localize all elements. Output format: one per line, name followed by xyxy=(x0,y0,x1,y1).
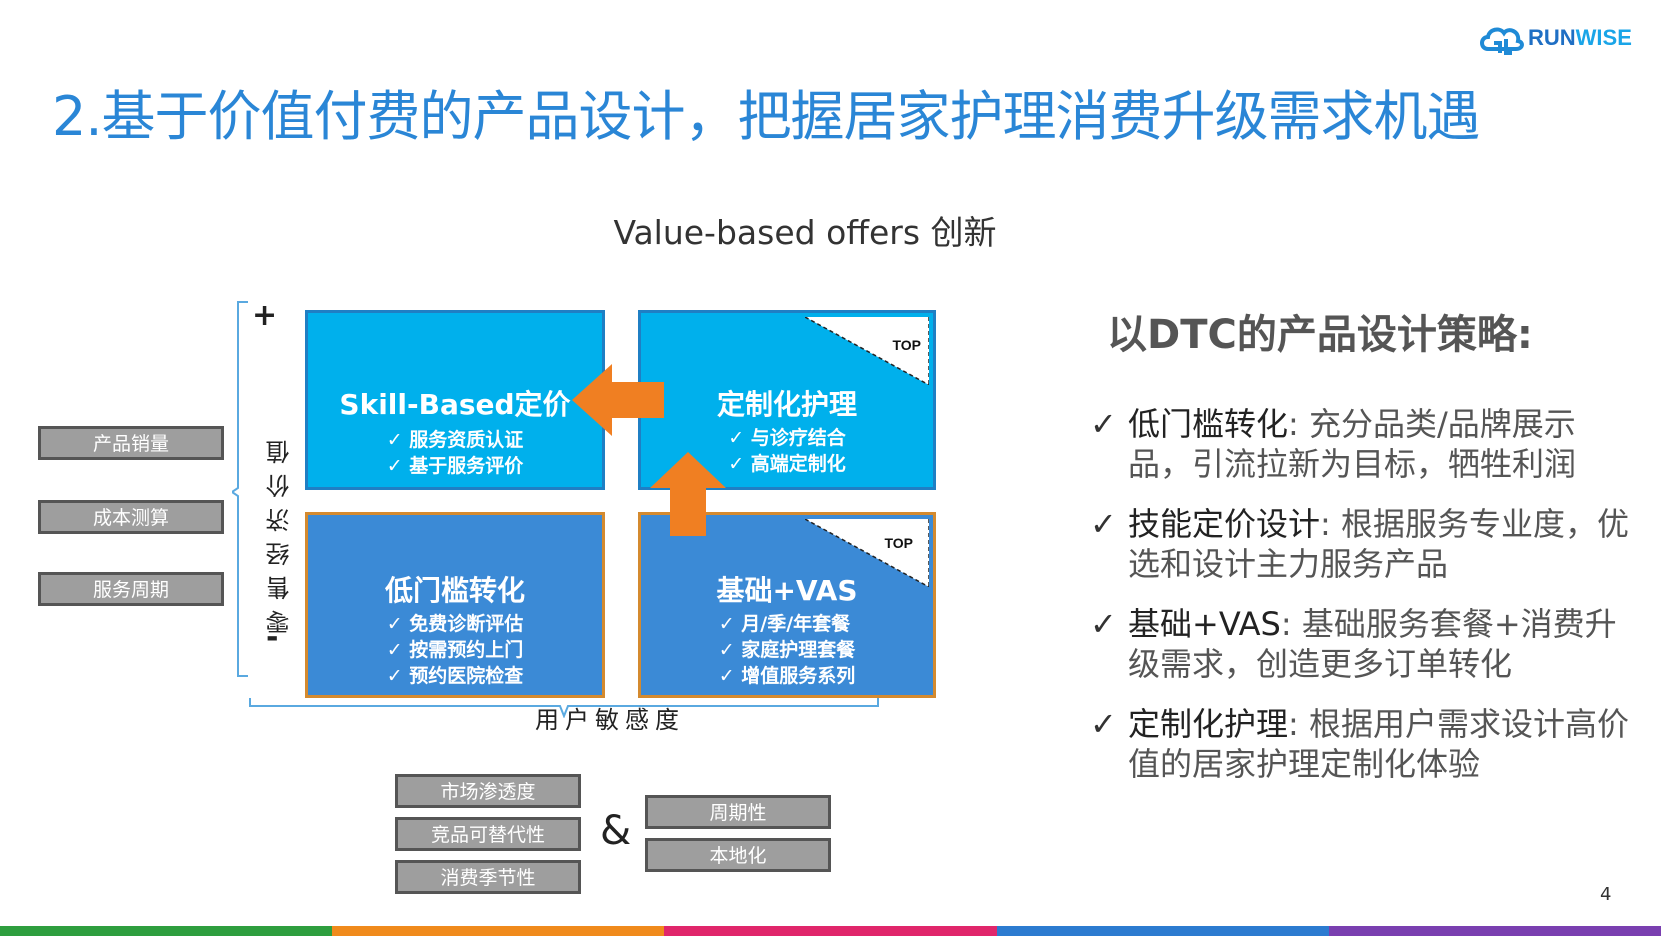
page-number: 4 xyxy=(1600,884,1612,905)
strategy-body: : 充分品类/品牌展示品，引流拉新为目标，牺牲利润 xyxy=(1128,405,1577,483)
list-item: 增值服务系列 xyxy=(719,663,855,689)
page-subtitle: Value-based offers 创新 xyxy=(613,213,997,252)
color-segment xyxy=(996,926,1329,936)
list-item: 免费诊断评估 xyxy=(387,611,523,637)
factor-box: 市场渗透度 xyxy=(395,774,581,808)
list-item: 月/季/年套餐 xyxy=(719,611,856,637)
y-axis-label: 零售经济价值 xyxy=(266,430,294,634)
strategy-item: ✓ 低门槛转化: 充分品类/品牌展示品，引流拉新为目标，牺牲利润 xyxy=(1090,404,1630,484)
strategy-text: 技能定价设计: 根据服务专业度，优选和设计主力服务产品 xyxy=(1128,504,1630,584)
page-title: 2.基于价值付费的产品设计，把握居家护理消费升级需求机遇 xyxy=(52,85,1481,148)
color-segment xyxy=(0,926,333,936)
quadrant-low-threshold: 低门槛转化 免费诊断评估 按需预约上门 预约医院检查 xyxy=(305,512,605,698)
quadrant-title: Skill-Based定价 xyxy=(339,388,571,421)
bottom-color-bar xyxy=(0,926,1661,936)
factor-box: 成本测算 xyxy=(38,500,224,534)
quadrant-customized-care: TOP 定制化护理 与诊疗结合 高端定制化 xyxy=(638,310,936,490)
list-item: 高端定制化 xyxy=(728,451,846,477)
strategy-body: : 根据服务专业度，优选和设计主力服务产品 xyxy=(1128,505,1629,583)
quadrant-title: 基础+VAS xyxy=(716,574,858,607)
quadrant-title: 定制化护理 xyxy=(716,388,857,421)
list-item: 预约医院检查 xyxy=(387,663,523,689)
cloud-logo-icon xyxy=(1480,27,1524,55)
corner-flag-icon xyxy=(805,519,929,587)
strategy-head: 低门槛转化 xyxy=(1128,405,1289,443)
strategy-body: : 根据用户需求设计高价值的居家护理定制化体验 xyxy=(1128,705,1629,783)
arrow-left-icon xyxy=(572,364,664,436)
strategy-text: 低门槛转化: 充分品类/品牌展示品，引流拉新为目标，牺牲利润 xyxy=(1128,404,1630,484)
factor-box: 周期性 xyxy=(645,795,831,829)
quadrant-list: 月/季/年套餐 家庭护理套餐 增值服务系列 xyxy=(719,611,856,689)
logo-text: RUNWISE xyxy=(1528,25,1632,51)
y-axis-plus: + xyxy=(252,298,278,333)
ampersand: & xyxy=(600,808,632,854)
check-icon: ✓ xyxy=(1090,505,1117,543)
quadrant-list: 服务资质认证 基于服务评价 xyxy=(387,427,523,479)
strategy-body: : 基础服务套餐+消费升级需求，创造更多订单转化 xyxy=(1128,605,1617,683)
quadrant-basic-vas: TOP 基础+VAS 月/季/年套餐 家庭护理套餐 增值服务系列 xyxy=(638,512,936,698)
check-icon: ✓ xyxy=(1090,705,1117,743)
strategy-title: 以DTC的产品设计策略: xyxy=(1107,312,1533,358)
strategy-item: ✓ 技能定价设计: 根据服务专业度，优选和设计主力服务产品 xyxy=(1090,504,1630,584)
list-item: 家庭护理套餐 xyxy=(719,637,855,663)
quadrant-title: 低门槛转化 xyxy=(384,574,525,607)
factor-box: 服务周期 xyxy=(38,572,224,606)
arrow-up-icon xyxy=(650,452,726,536)
factor-box: 竞品可替代性 xyxy=(395,817,581,851)
strategy-text: 定制化护理: 根据用户需求设计高价值的居家护理定制化体验 xyxy=(1128,704,1630,784)
strategy-head: 基础+VAS xyxy=(1128,605,1281,643)
list-item: 基于服务评价 xyxy=(387,453,523,479)
strategy-head: 定制化护理 xyxy=(1128,705,1289,743)
logo-text-run: RUN xyxy=(1528,25,1576,50)
factor-box: 消费季节性 xyxy=(395,860,581,894)
color-segment xyxy=(332,926,665,936)
check-icon: ✓ xyxy=(1090,405,1117,443)
list-item: 服务资质认证 xyxy=(387,427,523,453)
factor-box: 产品销量 xyxy=(38,426,224,460)
list-item: 按需预约上门 xyxy=(387,637,523,663)
quadrant-skill-based: Skill-Based定价 服务资质认证 基于服务评价 xyxy=(305,310,605,490)
quadrant-list: 免费诊断评估 按需预约上门 预约医院检查 xyxy=(387,611,523,689)
left-bracket xyxy=(232,301,248,677)
y-axis-minus: - xyxy=(266,620,279,655)
strategy-head: 技能定价设计 xyxy=(1128,505,1321,543)
top-tag: TOP xyxy=(884,535,913,551)
quadrant-list: 与诊疗结合 高端定制化 xyxy=(728,425,846,477)
bottom-bracket xyxy=(249,698,879,718)
runwise-logo: RUNWISE xyxy=(1478,18,1648,58)
strategy-item: ✓ 基础+VAS: 基础服务套餐+消费升级需求，创造更多订单转化 xyxy=(1090,604,1630,684)
x-axis-label: 用户敏感度 xyxy=(535,706,685,734)
check-icon: ✓ xyxy=(1090,605,1117,643)
list-item: 与诊疗结合 xyxy=(728,425,846,451)
color-segment xyxy=(1328,926,1661,936)
strategy-text: 基础+VAS: 基础服务套餐+消费升级需求，创造更多订单转化 xyxy=(1128,604,1630,684)
corner-flag-icon xyxy=(805,317,929,385)
logo-text-wise: WISE xyxy=(1575,25,1632,50)
top-tag: TOP xyxy=(892,337,921,353)
color-segment xyxy=(664,926,997,936)
factor-box: 本地化 xyxy=(645,838,831,872)
strategy-item: ✓ 定制化护理: 根据用户需求设计高价值的居家护理定制化体验 xyxy=(1090,704,1630,784)
